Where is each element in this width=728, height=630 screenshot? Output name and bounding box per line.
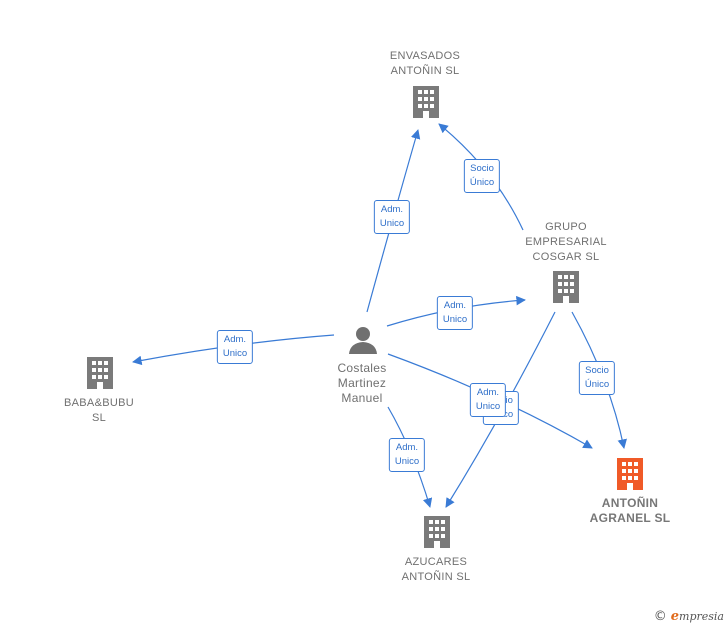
node-label-grupo[interactable]: GRUPO EMPRESARIAL COSGAR SL [525,221,607,263]
node-label-azucares[interactable]: AZUCARES ANTOÑIN SL [401,556,471,583]
empresia-logo[interactable]: ©empresia [653,609,724,624]
edge-label-adm-baba: Adm. Unico [216,330,254,364]
person-icon[interactable] [349,327,377,354]
node-label-antonin-agranel[interactable]: ANTOÑIN AGRANEL SL [589,496,671,525]
building-icon[interactable] [424,516,450,548]
node-label-baba[interactable]: BABA&BUBU SL [64,397,134,424]
copyright-icon: © [653,609,667,624]
edge-label-adm-agranel: Adm. Unico [469,383,507,417]
building-icon[interactable] [553,271,579,303]
node-label-costales[interactable]: Costales Martinez Manuel [337,361,387,405]
building-icon[interactable] [87,357,113,389]
edge-label-adm-azucares: Adm. Unico [388,438,426,472]
node-label-envasados[interactable]: ENVASADOS ANTOÑIN SL [389,50,461,77]
building-icon-focus[interactable] [617,458,643,490]
edge-label-socio-envasados: Socio Único [463,159,501,193]
edge-label-socio-agranel: Socio Único [578,361,616,395]
building-icon[interactable] [413,86,439,118]
edge-label-adm-envasados: Adm. Unico [373,200,411,234]
edge-label-adm-grupo: Adm. Unico [436,296,474,330]
